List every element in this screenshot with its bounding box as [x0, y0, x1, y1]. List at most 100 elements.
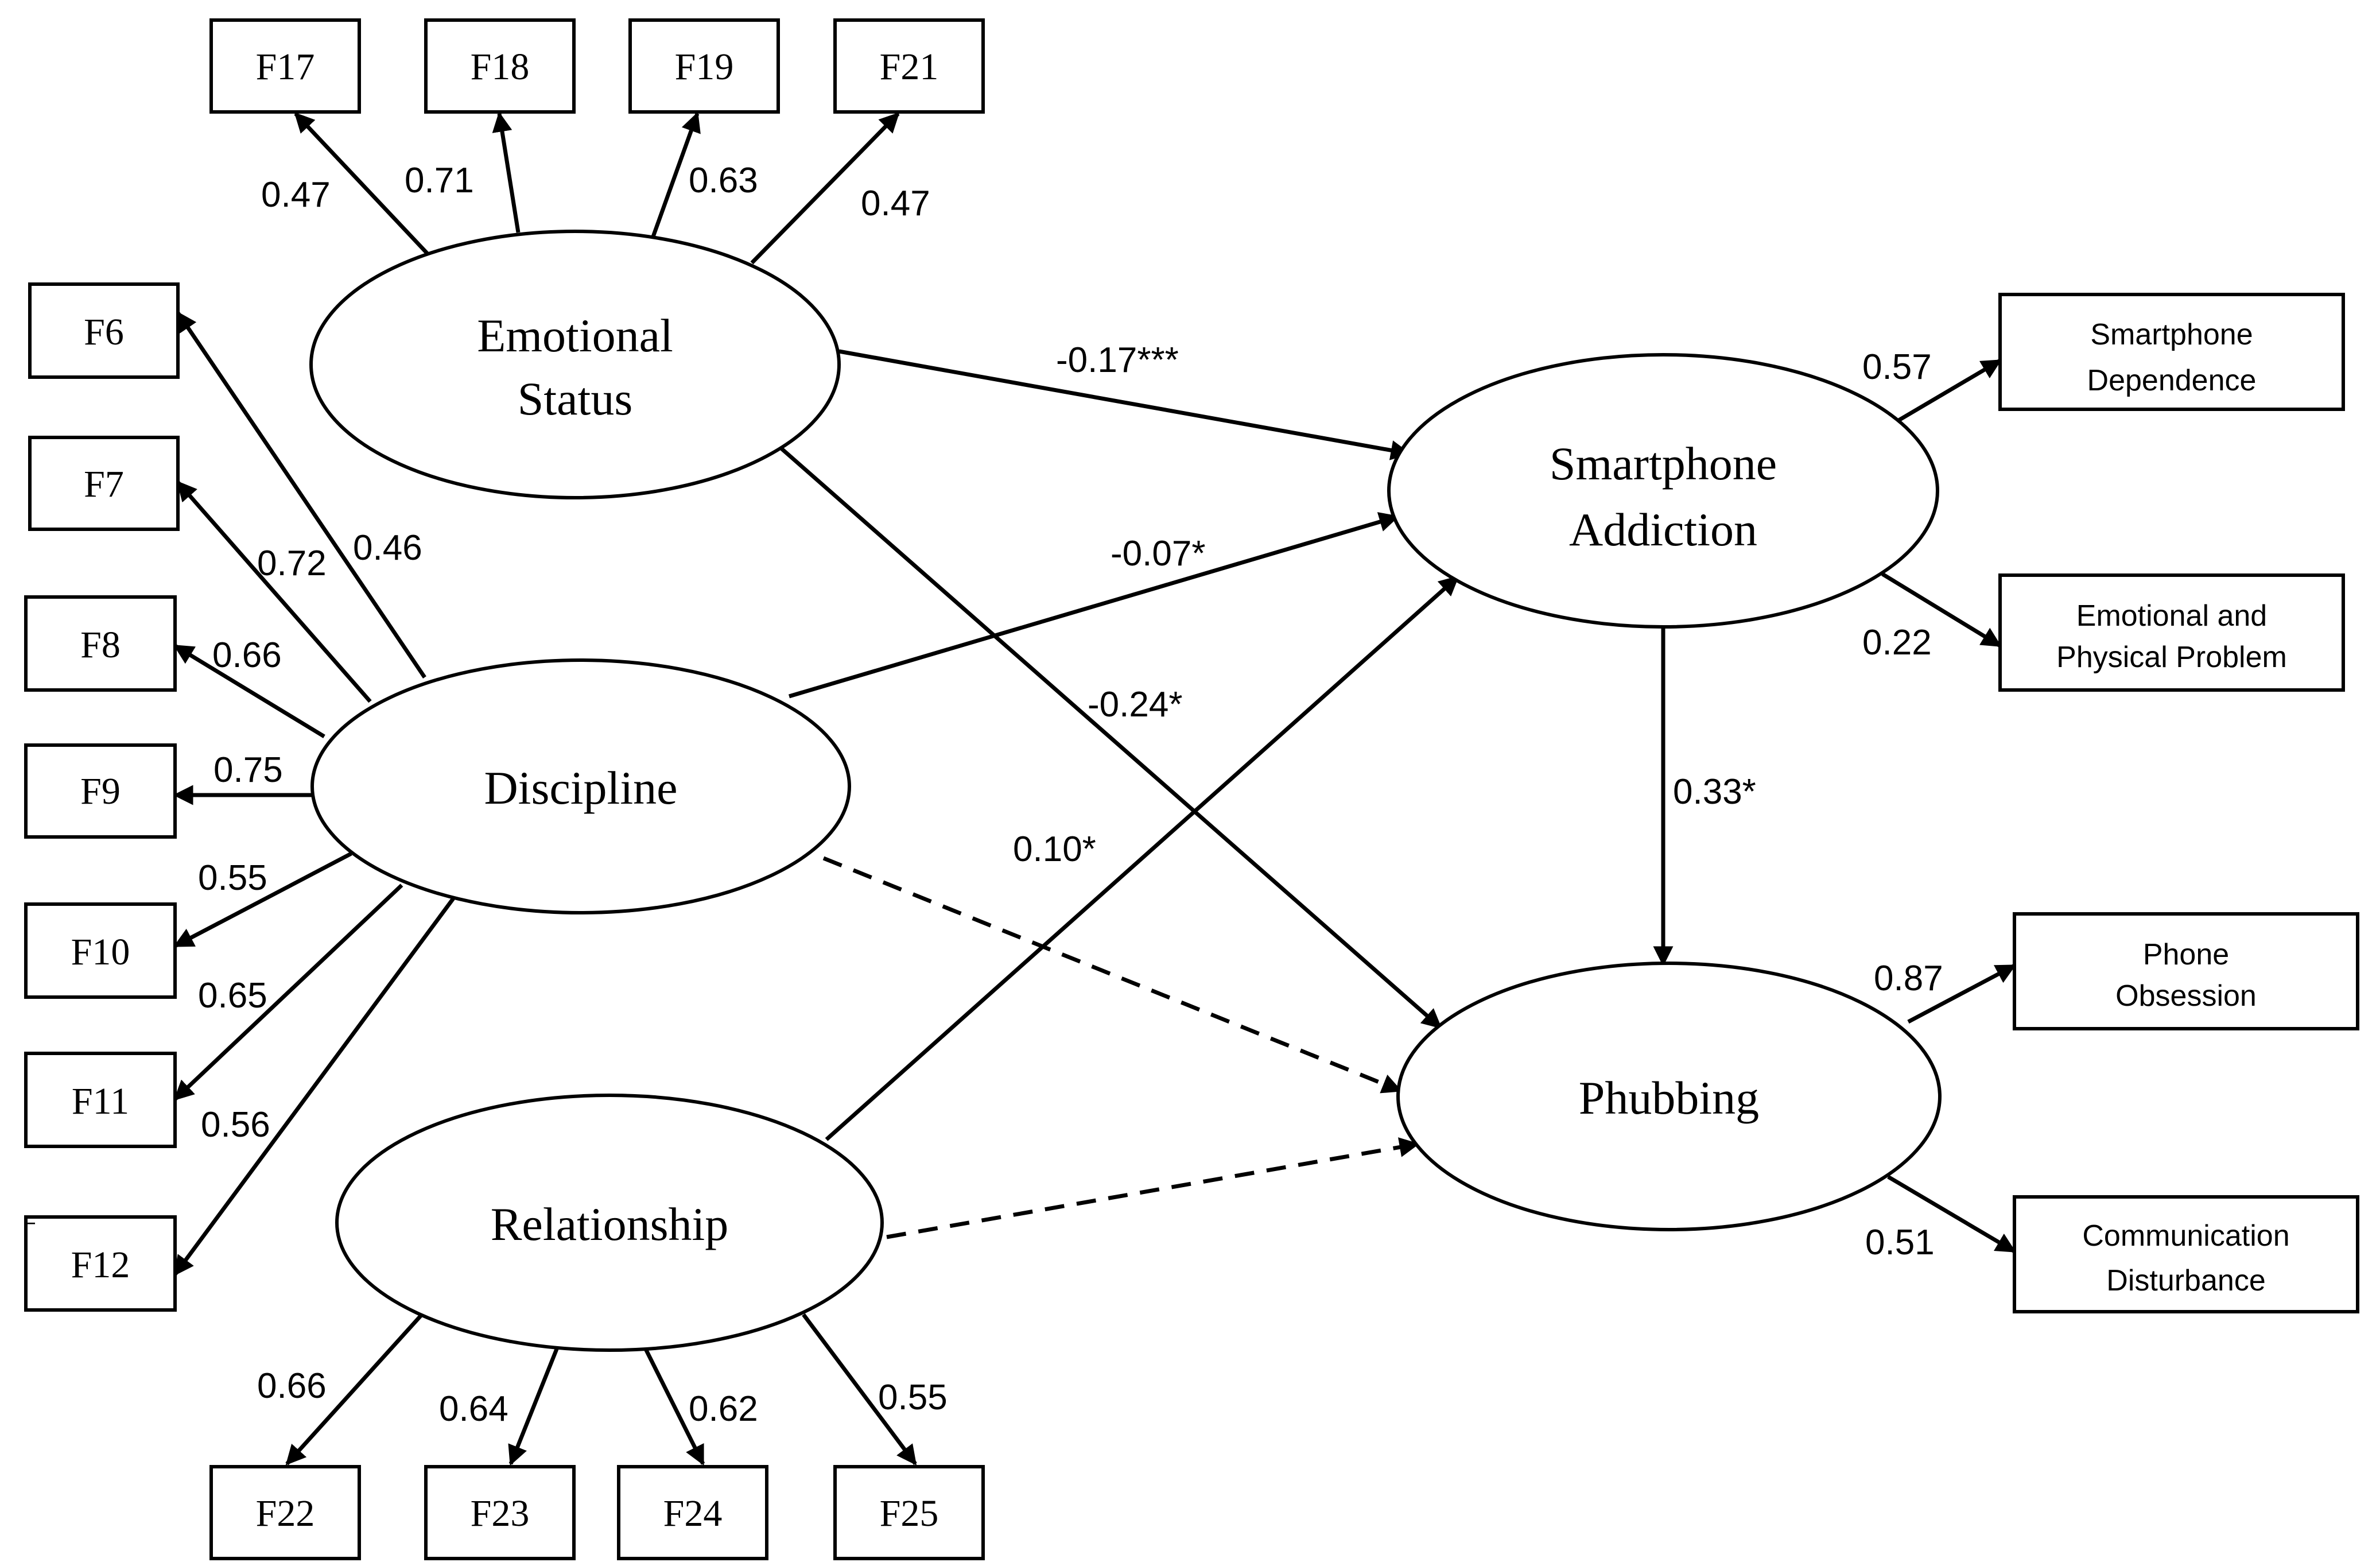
indicator-label: F8 — [80, 624, 121, 666]
latent-relationship: Relationship — [335, 1094, 884, 1352]
edge-relationship-f25 — [802, 1313, 917, 1466]
loading-phone-obsession: 0.87 — [1874, 959, 1943, 998]
loading-f23: 0.64 — [439, 1389, 508, 1429]
coef-emotional-to-phubbing: -0.24* — [1088, 685, 1182, 724]
loading-smartphone-dependence: 0.57 — [1862, 347, 1932, 387]
indicator-label: F12 — [71, 1244, 130, 1286]
edge-addiction-emotional-physical — [1881, 572, 2002, 648]
indicator-f11: F11 — [24, 1052, 177, 1148]
indicator-f18: F18 — [424, 18, 576, 114]
coef-relationship-to-addiction: 0.10* — [1013, 829, 1096, 869]
loading-emotional-physical-problem: 0.22 — [1862, 623, 1932, 662]
indicator-f19: F19 — [628, 18, 780, 114]
edge-discipline-f6 — [176, 311, 426, 679]
indicator-f7: F7 — [28, 436, 180, 531]
loading-f24: 0.62 — [689, 1389, 758, 1429]
coef-emotional-to-addiction: -0.17*** — [1056, 340, 1179, 380]
indicator-f6: F6 — [28, 282, 180, 379]
indicator-label: F24 — [663, 1493, 723, 1534]
indicator-f12: F12 — [24, 1215, 177, 1312]
loading-f12: 0.56 — [201, 1105, 270, 1145]
edge-emotional-f17 — [294, 112, 429, 255]
edge-discipline-f11 — [173, 883, 403, 1101]
loading-f11: 0.65 — [198, 976, 267, 1015]
loading-f17: 0.47 — [261, 175, 331, 215]
indicator-f22: F22 — [209, 1465, 361, 1560]
latent-emotional-status: Emotional Status — [309, 230, 841, 499]
loading-communication-disturbance: 0.51 — [1865, 1223, 1935, 1262]
indicator-label: Obsession — [2115, 979, 2257, 1013]
indicator-communication-disturbance: Communication Disturbance — [2013, 1195, 2359, 1313]
edge-phubbing-obsession — [1907, 963, 2017, 1024]
coef-discipline-to-addiction: -0.07* — [1111, 534, 1205, 573]
latent-label: Smartphone — [1550, 437, 1777, 490]
loading-f19: 0.63 — [689, 161, 758, 200]
loading-f6: 0.46 — [353, 528, 422, 568]
edge-relationship-f23 — [508, 1348, 559, 1466]
latent-label: Relationship — [491, 1198, 729, 1250]
indicator-label: F18 — [471, 46, 530, 88]
path-discipline-to-addiction — [789, 512, 1400, 699]
edge-discipline-f7 — [176, 480, 372, 703]
indicator-label: F17 — [256, 46, 315, 88]
edge-discipline-f8 — [173, 644, 325, 738]
stray-mark: F — [24, 1212, 36, 1234]
latent-discipline: Discipline — [310, 658, 851, 914]
indicator-label: F21 — [880, 46, 939, 88]
loading-f18: 0.71 — [405, 161, 474, 200]
indicator-f9: F9 — [24, 743, 177, 839]
indicator-f25: F25 — [833, 1465, 985, 1560]
latent-smartphone-addiction: Smartphone Addiction — [1387, 353, 1939, 629]
indicator-f21: F21 — [833, 18, 985, 114]
indicator-f23: F23 — [424, 1465, 576, 1560]
latent-label: Discipline — [484, 762, 677, 814]
indicator-smartphone-dependence: Smartphone Dependence — [1998, 293, 2345, 411]
indicator-label: Communication — [2082, 1219, 2289, 1253]
indicator-label: F9 — [80, 770, 121, 812]
path-discipline-to-phubbing-dashed — [822, 856, 1403, 1094]
path-coefficient-labels: -0.17*** -0.07* -0.24* 0.10* 0.33* — [1013, 340, 1756, 869]
loading-f8: 0.66 — [212, 635, 282, 675]
edge-addiction-dependence — [1890, 358, 2002, 427]
latent-phubbing: Phubbing — [1396, 962, 1942, 1231]
indicator-label: Emotional and — [2076, 599, 2267, 633]
loading-f25: 0.55 — [878, 1378, 948, 1417]
indicator-label: F11 — [72, 1080, 129, 1122]
loading-f7: 0.72 — [257, 544, 327, 583]
loading-f22: 0.66 — [257, 1366, 327, 1406]
indicator-f17: F17 — [209, 18, 361, 114]
loading-f9: 0.75 — [213, 750, 283, 790]
edge-emotional-f19 — [650, 111, 701, 239]
indicator-label: F6 — [84, 311, 124, 353]
path-emotional-to-addiction — [838, 349, 1411, 460]
indicator-label: Phone — [2143, 938, 2229, 971]
indicator-label: Dependence — [2087, 364, 2257, 397]
edge-relationship-f22 — [285, 1313, 424, 1466]
indicator-label: F19 — [675, 46, 734, 88]
edges — [173, 111, 2017, 1466]
edge-discipline-f12 — [173, 897, 455, 1276]
loading-f21: 0.47 — [861, 184, 930, 223]
edge-relationship-f24 — [643, 1348, 705, 1466]
indicator-label: F25 — [880, 1493, 939, 1534]
edge-emotional-f18 — [492, 111, 521, 233]
indicator-label: F7 — [84, 463, 124, 505]
latent-label: Addiction — [1569, 503, 1757, 556]
indicator-f10: F10 — [24, 902, 177, 999]
indicator-f24: F24 — [617, 1465, 768, 1560]
path-emotional-to-phubbing — [779, 446, 1442, 1029]
indicator-label: F22 — [256, 1493, 315, 1534]
indicator-label: F10 — [71, 931, 130, 973]
edge-emotional-f21 — [750, 112, 900, 265]
latent-label: Status — [518, 373, 632, 425]
indicator-f8: F8 — [24, 595, 177, 692]
path-relationship-to-phubbing-dashed — [886, 1137, 1420, 1239]
loading-f10: 0.55 — [198, 858, 267, 898]
edge-discipline-f10 — [173, 851, 352, 948]
indicator-label: Smartphone — [2090, 318, 2253, 351]
indicator-label: Disturbance — [2106, 1264, 2265, 1297]
loading-labels: 0.47 0.71 0.63 0.47 0.46 0.72 0.66 0.75 … — [198, 161, 1943, 1429]
latent-label: Emotional — [477, 309, 673, 362]
latent-label: Phubbing — [1579, 1072, 1759, 1124]
